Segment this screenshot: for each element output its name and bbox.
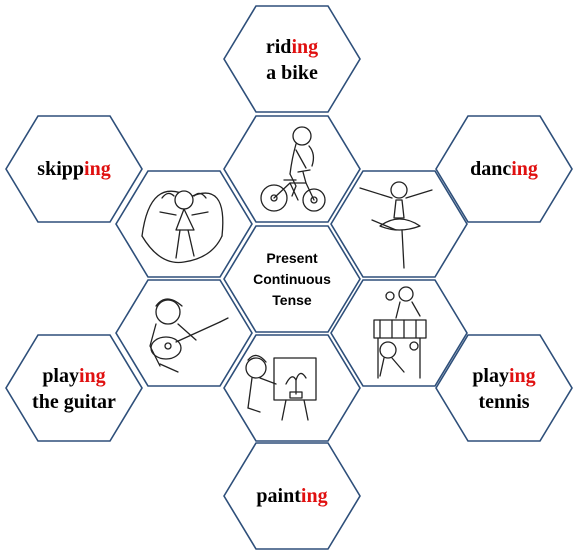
- word-dancing-suffix: ing: [511, 158, 538, 180]
- word-riding-line2: a bike: [266, 62, 318, 84]
- hex-dancing-picture: [330, 170, 468, 278]
- guitar-player-icon: [149, 298, 229, 373]
- center-title-line3: Tense: [272, 292, 312, 308]
- hex-guitar: [5, 334, 143, 442]
- word-skipping-base: skipp: [37, 158, 85, 180]
- hex-guitar-picture: [115, 279, 253, 387]
- word-riding-suffix: ing: [291, 36, 319, 58]
- word-guitar-base: play: [42, 365, 79, 387]
- word-tennis-line2: tennis: [478, 391, 530, 413]
- hex-tennis: [435, 334, 573, 442]
- hex-center: [223, 225, 361, 333]
- word-painting-base: paint: [256, 485, 301, 507]
- center-title-line2: Continuous: [253, 271, 331, 287]
- hex-dancing: [435, 115, 573, 223]
- word-guitar-suffix: ing: [79, 365, 106, 387]
- hex-riding: [223, 5, 361, 113]
- hex-skipping-picture: [115, 170, 253, 278]
- word-dancing: dancing: [444, 156, 564, 182]
- word-riding: riding a bike: [232, 34, 352, 86]
- word-tennis-suffix: ing: [509, 365, 536, 387]
- bike-rider-icon: [260, 126, 326, 212]
- word-skipping: skipping: [14, 156, 134, 182]
- painter-icon: [245, 354, 317, 421]
- tennis-players-icon: [373, 286, 427, 379]
- center-title: Present Continuous Tense: [232, 248, 352, 311]
- word-tennis: playing tennis: [444, 363, 564, 415]
- hex-bike-picture: [223, 115, 361, 223]
- word-dancing-base: danc: [470, 158, 512, 180]
- word-riding-base: rid: [265, 36, 292, 58]
- hex-painting: [223, 442, 361, 550]
- word-guitar-line2: the guitar: [32, 391, 116, 413]
- word-guitar: playing the guitar: [14, 363, 134, 415]
- center-title-line1: Present: [266, 250, 318, 266]
- skipping-girl-icon: [141, 190, 224, 264]
- word-tennis-base: play: [472, 365, 509, 387]
- word-painting: painting: [232, 483, 352, 509]
- word-painting-suffix: ing: [300, 485, 328, 507]
- word-skipping-suffix: ing: [84, 158, 111, 180]
- hex-skipping: [5, 115, 143, 223]
- dancer-icon: [359, 181, 433, 269]
